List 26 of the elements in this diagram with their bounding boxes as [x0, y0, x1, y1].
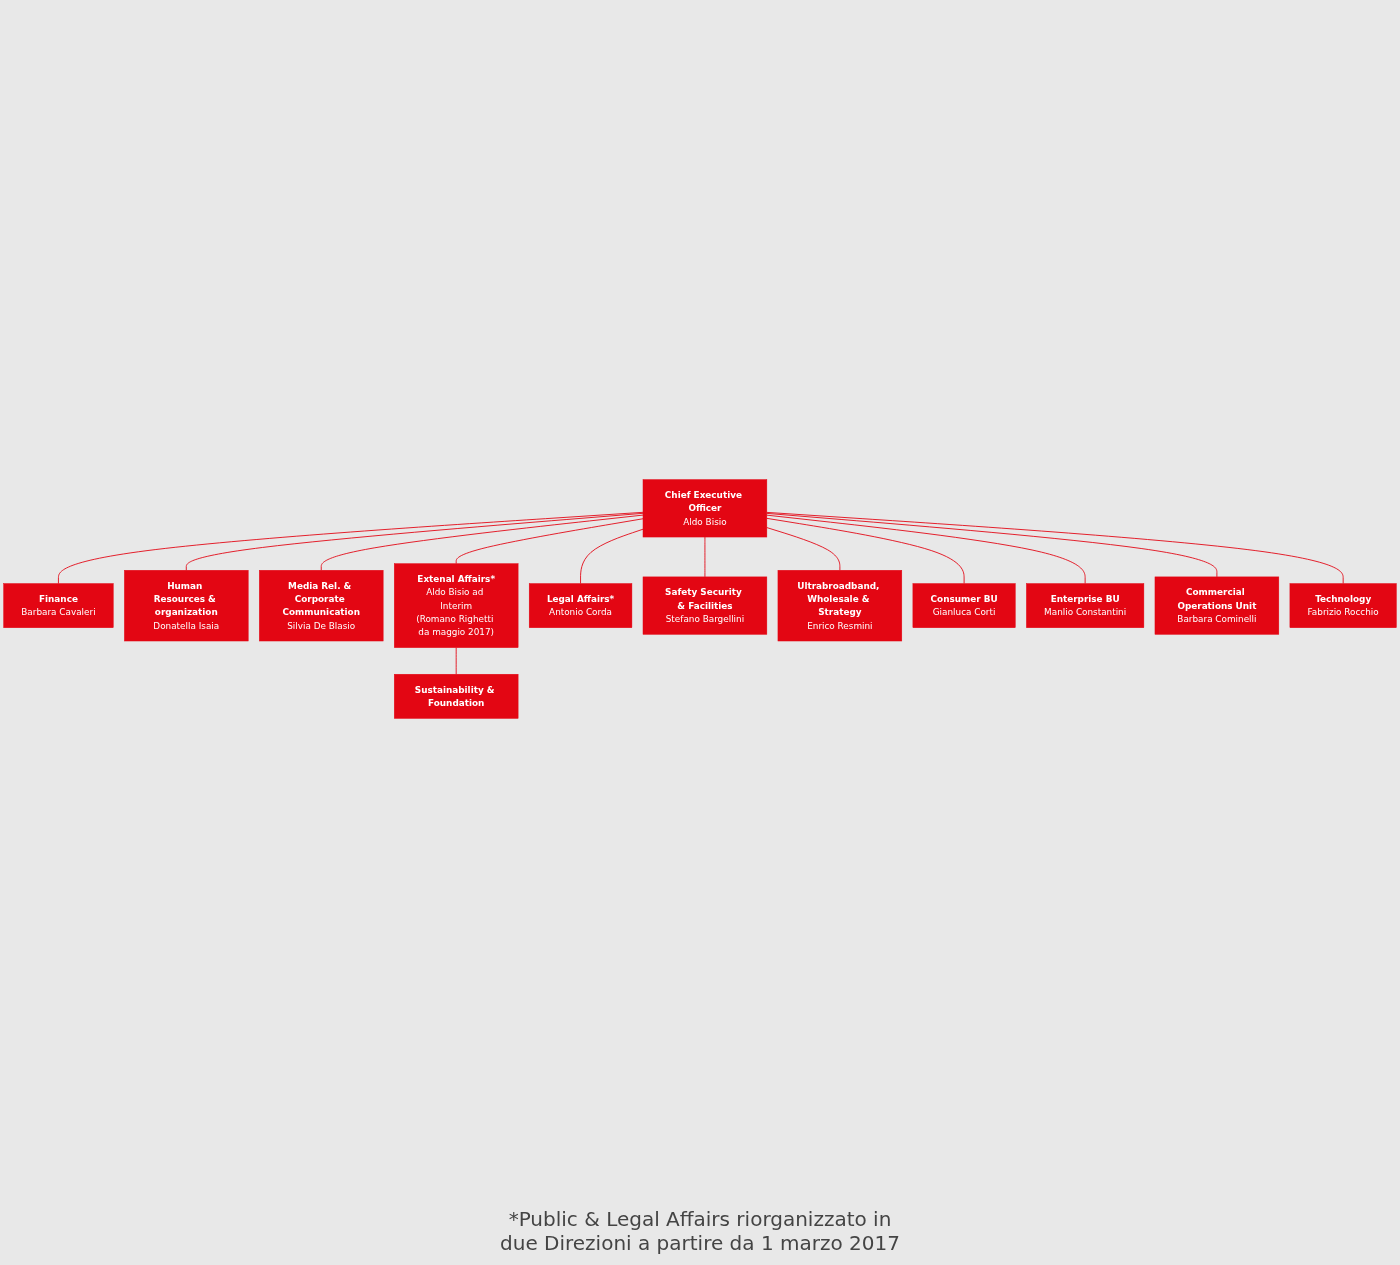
connector [185, 512, 644, 571]
node-box: Legal Affairs* Antonio Corda [528, 582, 633, 628]
node-box: Finance Barbara Cavaleri [3, 582, 114, 628]
footnote: *Public & Legal Affairs riorganizzato in due Direzioni a partire da 1 marzo 2017 [499, 1207, 901, 1255]
connector [766, 517, 965, 584]
node-box: Human Resources & organization Donatella Isaia [124, 569, 249, 641]
connector [580, 528, 644, 584]
connector [766, 526, 841, 571]
connector [704, 536, 706, 577]
node-box: Consumer BU Gianluca Corti [912, 582, 1016, 628]
connector [766, 514, 1086, 584]
node-box: Media Rel. & Corporate Communication Silvia De Blasio [259, 569, 384, 641]
node-box: Safety Security & Facilities Stefano Bargellini [642, 576, 768, 635]
node-box: Enterprise BU Manlio Constantini [1026, 582, 1145, 628]
connector [455, 646, 457, 675]
node-box: Chief Executive Officer Aldo Bisio [642, 478, 768, 537]
node-box: Ultrabroadband, Wholesale & Strategy Enrico Resmini [777, 569, 903, 641]
node-box: Extenal Affairs* Aldo Bisio ad Interim (Romano Righetti da maggio 2017) [394, 562, 519, 648]
node-box: Sustainability & Foundation [394, 673, 519, 719]
connector [455, 517, 644, 564]
connector [58, 511, 644, 584]
connector [766, 512, 1218, 577]
node-box: Technology Fabrizio Rocchio [1289, 582, 1397, 628]
connector [320, 514, 644, 571]
connector [766, 511, 1344, 584]
node-box: Commercial Operations Unit Barbara Cominelli [1154, 576, 1280, 635]
